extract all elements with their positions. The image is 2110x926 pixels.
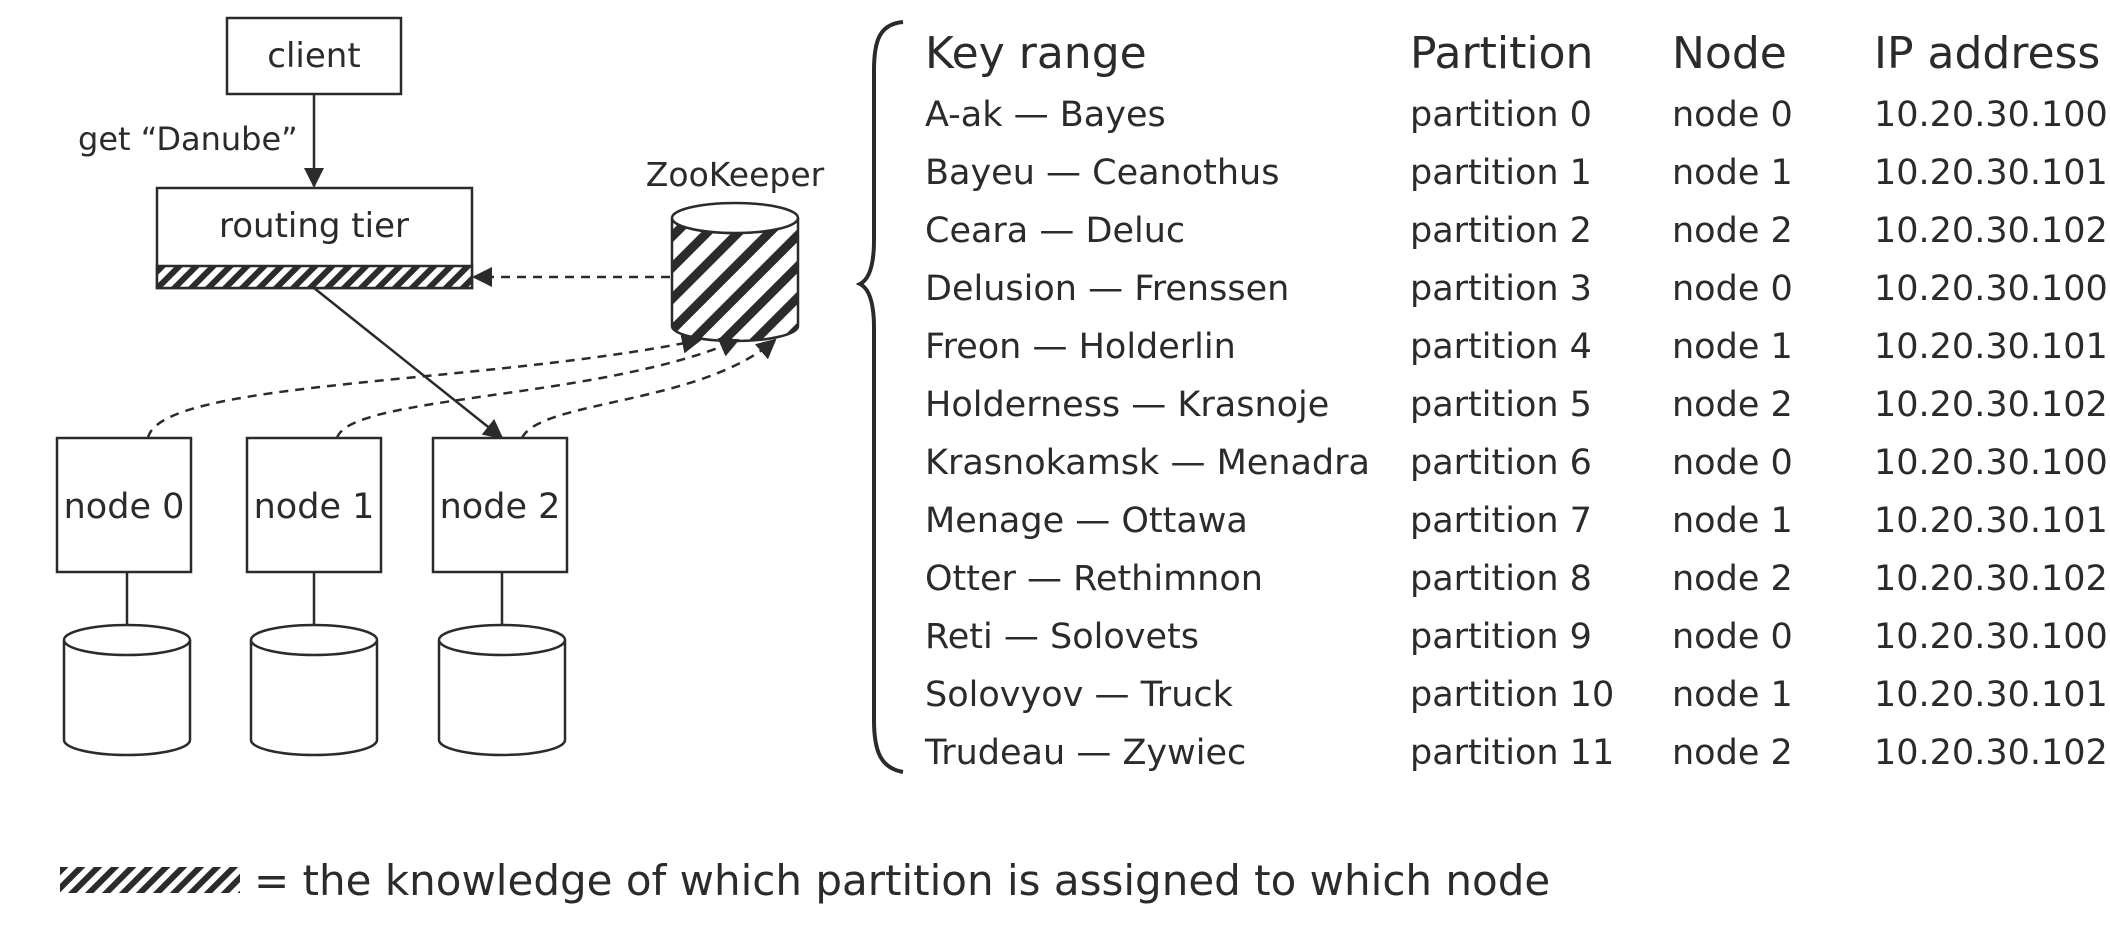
- cell-node: node 0: [1672, 269, 1793, 309]
- cell-ip: 10.20.30.102: [1874, 385, 2108, 425]
- cell-key-range: Freon — Holderlin: [925, 327, 1236, 367]
- curly-brace: [855, 20, 904, 774]
- zookeeper-cylinder: ZooKeeper: [646, 155, 825, 343]
- cell-key-range: Solovyov — Truck: [925, 675, 1233, 715]
- cell-partition: partition 6: [1410, 443, 1592, 483]
- node-0-storage-cylinder: [62, 623, 192, 757]
- cell-ip: 10.20.30.100: [1874, 269, 2108, 309]
- cell-partition: partition 8: [1410, 559, 1592, 599]
- table-row: Menage — Ottawa partition 7 node 1 10.20…: [925, 492, 2108, 550]
- routing-tier-hatch: [155, 264, 474, 290]
- cell-key-range: Trudeau — Zywiec: [925, 733, 1247, 773]
- cell-key-range: Krasnokamsk — Menadra: [925, 443, 1370, 483]
- routing-tier-box: routing tier: [155, 186, 474, 290]
- cell-ip: 10.20.30.102: [1874, 733, 2108, 773]
- cell-ip: 10.20.30.102: [1874, 559, 2108, 599]
- cell-partition: partition 2: [1410, 211, 1592, 251]
- cell-partition: partition 11: [1410, 733, 1615, 773]
- table-row: Otter — Rethimnon partition 8 node 2 10.…: [925, 550, 2108, 608]
- cell-partition: partition 4: [1410, 327, 1592, 367]
- cell-ip: 10.20.30.101: [1874, 501, 2108, 541]
- cell-key-range: Otter — Rethimnon: [925, 559, 1263, 599]
- table-row: Krasnokamsk — Menadra partition 6 node 0…: [925, 434, 2108, 492]
- cell-node: node 0: [1672, 95, 1793, 135]
- zookeeper-label: ZooKeeper: [646, 155, 825, 194]
- cell-node: node 0: [1672, 617, 1793, 657]
- cell-node: node 1: [1672, 501, 1793, 541]
- header-ip-address: IP address: [1874, 28, 2101, 79]
- cell-ip: 10.20.30.101: [1874, 675, 2108, 715]
- cell-partition: partition 1: [1410, 153, 1592, 193]
- request-label: get “Danube”: [78, 120, 298, 158]
- cell-node: node 1: [1672, 327, 1793, 367]
- table-row: Reti — Solovets partition 9 node 0 10.20…: [925, 608, 2108, 666]
- node-0-label: node 0: [64, 487, 185, 527]
- table-row: Bayeu — Ceanothus partition 1 node 1 10.…: [925, 144, 2108, 202]
- node-2-storage-cylinder: [437, 623, 567, 757]
- hatch-swatch: [60, 867, 240, 893]
- cell-partition: partition 0: [1410, 95, 1592, 135]
- cell-ip: 10.20.30.102: [1874, 211, 2108, 251]
- node-1-box: node 1: [245, 436, 383, 574]
- node-2-label: node 2: [440, 487, 561, 527]
- cell-node: node 2: [1672, 211, 1793, 251]
- client-label: client: [267, 36, 360, 76]
- partition-assignment-table: Key range Partition Node IP address A-ak…: [925, 22, 2108, 782]
- cell-partition: partition 9: [1410, 617, 1592, 657]
- node0-to-zookeeper-arrow: [146, 333, 702, 439]
- node-1-storage-cylinder: [249, 623, 379, 757]
- cell-key-range: Menage — Ottawa: [925, 501, 1248, 541]
- node-1-label: node 1: [254, 487, 375, 527]
- node2-to-zookeeper-arrow: [520, 338, 777, 439]
- cell-partition: partition 5: [1410, 385, 1592, 425]
- cell-node: node 2: [1672, 559, 1793, 599]
- cell-key-range: Delusion — Frenssen: [925, 269, 1290, 309]
- header-key-range: Key range: [925, 28, 1147, 79]
- legend-text: = the knowledge of which partition is as…: [254, 855, 1551, 905]
- node-2-box: node 2: [431, 436, 569, 574]
- cell-key-range: Bayeu — Ceanothus: [925, 153, 1280, 193]
- cell-partition: partition 7: [1410, 501, 1592, 541]
- routing-to-node2-arrow: [313, 287, 504, 440]
- table-row: Freon — Holderlin partition 4 node 1 10.…: [925, 318, 2108, 376]
- table-row: Solovyov — Truck partition 10 node 1 10.…: [925, 666, 2108, 724]
- node1-to-zookeeper-arrow: [335, 337, 740, 439]
- cell-node: node 1: [1672, 675, 1793, 715]
- cell-partition: partition 10: [1410, 675, 1615, 715]
- cell-key-range: Reti — Solovets: [925, 617, 1199, 657]
- cell-ip: 10.20.30.100: [1874, 95, 2108, 135]
- table-row: Ceara — Deluc partition 2 node 2 10.20.3…: [925, 202, 2108, 260]
- routing-tier-label: routing tier: [219, 206, 409, 246]
- header-node: Node: [1672, 28, 1787, 79]
- cell-node: node 1: [1672, 153, 1793, 193]
- cell-node: node 0: [1672, 443, 1793, 483]
- table-header-row: Key range Partition Node IP address: [925, 22, 2101, 86]
- cell-key-range: Ceara — Deluc: [925, 211, 1186, 251]
- cell-key-range: A-ak — Bayes: [925, 95, 1166, 135]
- cell-key-range: Holderness — Krasnoje: [925, 385, 1330, 425]
- cell-node: node 2: [1672, 385, 1793, 425]
- header-partition: Partition: [1410, 28, 1594, 79]
- cell-ip: 10.20.30.100: [1874, 443, 2108, 483]
- cell-ip: 10.20.30.101: [1874, 153, 2108, 193]
- legend: = the knowledge of which partition is as…: [60, 851, 1550, 909]
- cell-ip: 10.20.30.101: [1874, 327, 2108, 367]
- node-0-box: node 0: [55, 436, 193, 574]
- table-row: Delusion — Frenssen partition 3 node 0 1…: [925, 260, 2108, 318]
- table-row: Holderness — Krasnoje partition 5 node 2…: [925, 376, 2108, 434]
- cell-partition: partition 3: [1410, 269, 1592, 309]
- cell-node: node 2: [1672, 733, 1793, 773]
- table-row: A-ak — Bayes partition 0 node 0 10.20.30…: [925, 86, 2108, 144]
- cell-ip: 10.20.30.100: [1874, 617, 2108, 657]
- table-row: Trudeau — Zywiec partition 11 node 2 10.…: [925, 724, 2108, 782]
- client-box: client: [225, 16, 403, 96]
